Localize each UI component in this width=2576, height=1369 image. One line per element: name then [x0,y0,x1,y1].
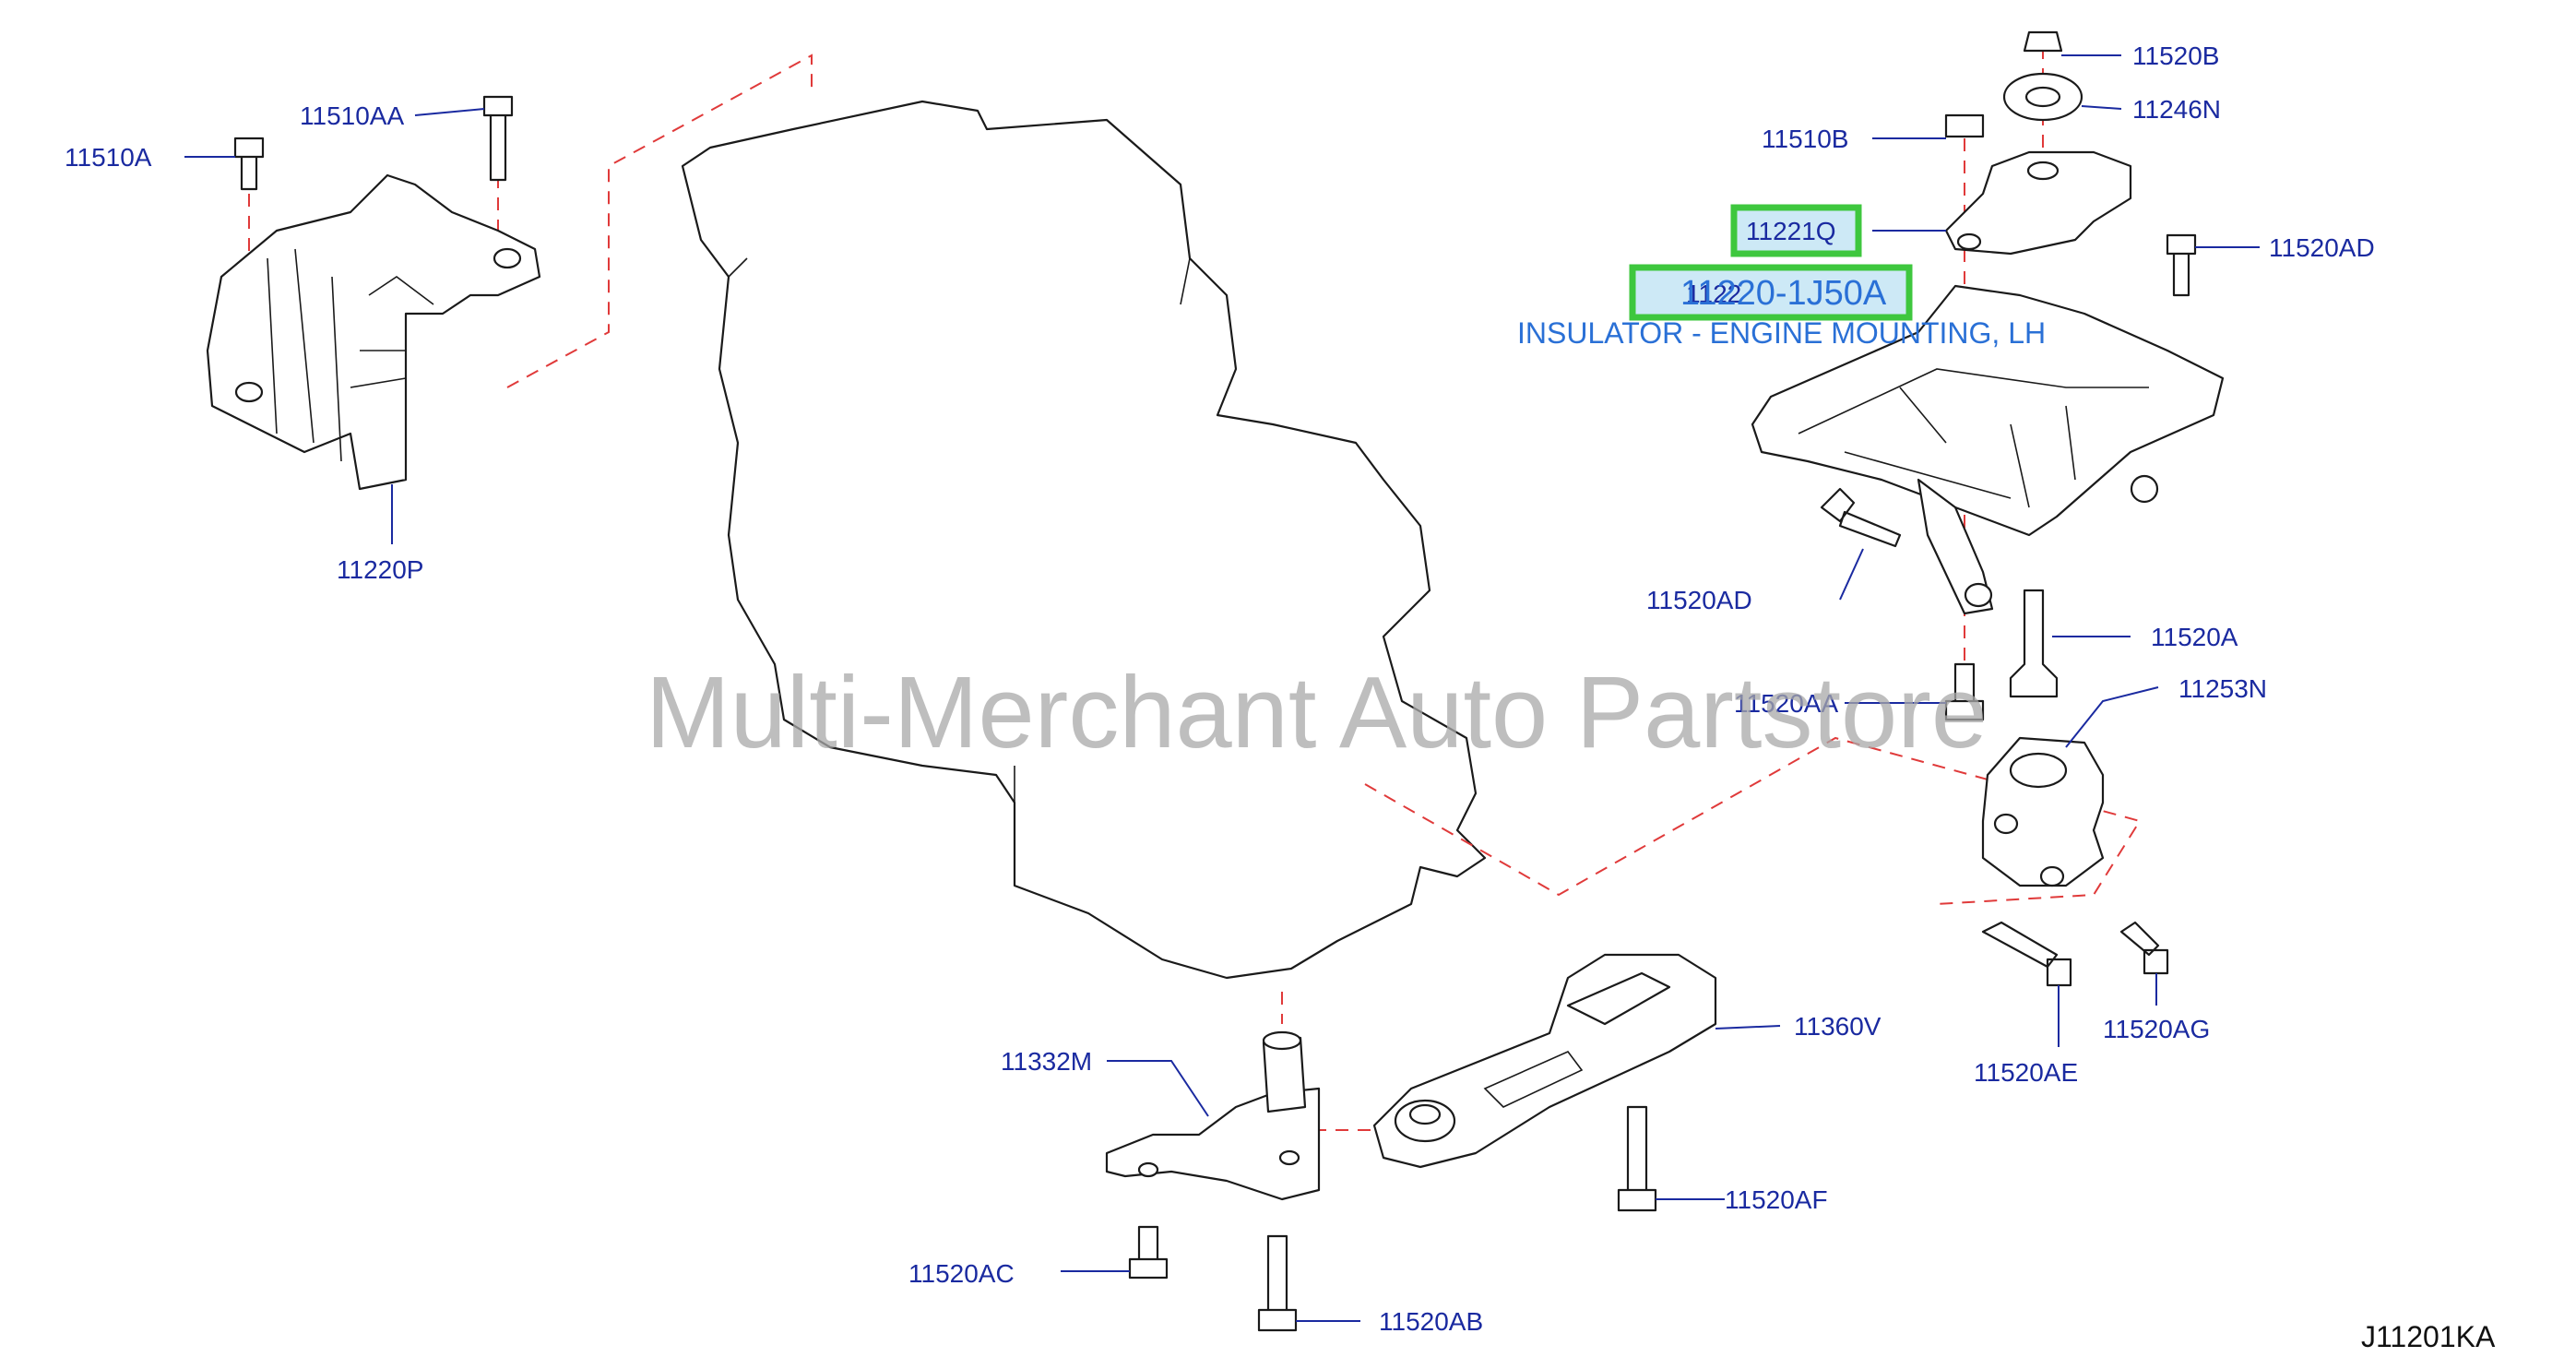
engine-block-detail [728,257,1191,886]
bolt-11520AD-mid[interactable] [1820,487,1902,548]
bolt-11520AF[interactable] [1617,1105,1657,1212]
bolt-11520AC[interactable] [1128,1225,1169,1280]
label-11221Q[interactable]: 11221Q [1746,217,1836,245]
highlight-part-number[interactable]: 11220-1J50A [1680,274,1887,313]
bolt-11510A[interactable] [233,137,265,191]
label-11520AC[interactable]: 11520AC [908,1259,1015,1288]
engine-mount-lh-11220P[interactable] [206,173,541,491]
bracket-11332M[interactable] [1105,1030,1321,1201]
leader-11332M [1107,1060,1209,1117]
highlight-box-part-number [1629,264,1913,321]
label-11220P[interactable]: 11220P [337,555,423,584]
label-11510AA[interactable]: 11510AA [300,101,404,130]
label-11520AF[interactable]: 11520AF [1725,1185,1828,1214]
leader-11253N [2065,686,2159,748]
stud-11520A[interactable] [2009,589,2059,698]
bolt-11510AA[interactable] [482,95,514,182]
bolt-11520AE[interactable] [1981,921,2072,987]
watermark: Multi-Merchant Auto Partstore [646,656,1988,769]
label-1122-partial[interactable]: 1122 [1686,280,1741,308]
label-11510B[interactable]: 11510B [1762,125,1848,153]
nut-11510B[interactable] [1944,113,1985,138]
label-11520AE[interactable]: 11520AE [1974,1058,2078,1087]
torque-rod-11360V[interactable] [1372,953,1717,1169]
bracket-engine-mounting-frame[interactable] [1751,284,2225,615]
insulator-11221Q[interactable] [1944,150,2132,256]
highlight-box-11221Q [1730,204,1862,257]
leader-11520AD-mid [1839,548,1864,601]
nut-11520B[interactable] [2023,30,2063,53]
label-11510A[interactable]: 11510A [65,143,152,172]
label-11520AA[interactable]: 11520AA [1734,689,1838,718]
label-11332M[interactable]: 11332M [1001,1047,1092,1076]
label-11253N[interactable]: 11253N [2178,674,2267,703]
label-11360V[interactable]: 11360V [1794,1012,1882,1041]
diagram-code: J11201KA [2361,1320,2496,1353]
engine-block-outline [681,100,1487,980]
reference-line-engine-lh [506,54,813,388]
bolt-11520AB[interactable] [1257,1234,1298,1332]
label-11520AD-mid[interactable]: 11520AD [1646,586,1752,614]
label-11246N[interactable]: 11246N [2132,95,2221,124]
bolt-11520AD-top[interactable] [2166,233,2197,297]
leader-11360V [1715,1025,1781,1030]
bolt-11520AA[interactable] [1944,662,1985,721]
label-11520AB[interactable]: 11520AB [1379,1307,1483,1336]
washer-11246N[interactable] [2002,72,2083,122]
bracket-11253N[interactable] [1981,736,2105,887]
label-11520B[interactable]: 11520B [2132,42,2219,70]
label-11520A[interactable]: 11520A [2151,623,2238,651]
label-11520AD-top[interactable]: 11520AD [2269,233,2375,262]
leader-11246N [2081,105,2122,110]
highlight-description: INSULATOR - ENGINE MOUNTING, LH [1517,316,2046,350]
label-11520AG[interactable]: 11520AG [2103,1015,2210,1043]
bolt-11520AG[interactable] [2119,921,2169,975]
leader-11510AA [414,108,485,116]
